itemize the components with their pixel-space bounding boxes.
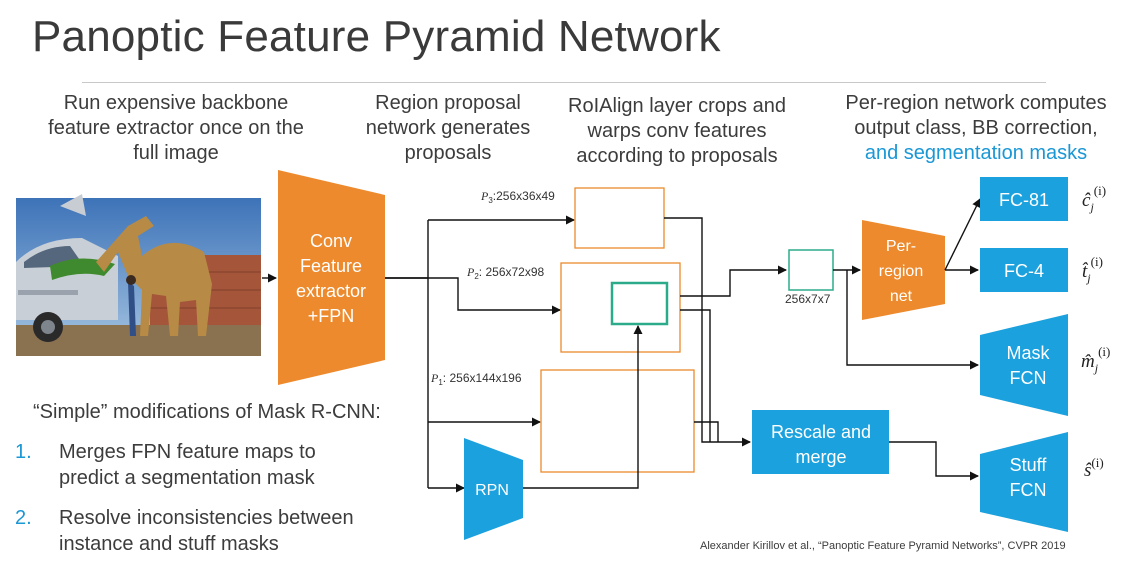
p3-label: P3:256x36x49 [480,189,555,205]
caption-line: network generates [365,117,531,139]
p2-label: P2: 256x72x98 [466,265,545,281]
feature-map-p1 [540,369,695,473]
feature-map-p3 [574,187,665,249]
fpn-connectors [385,215,575,493]
caption-line: according to proposals [576,145,778,167]
output-class-label: ĉj(i) [1082,183,1106,214]
notes-heading: “Simple” modifications of Mask R-CNN: [33,401,381,423]
fc4-box [980,248,1068,292]
mask-fcn-label-line: Mask [1006,343,1050,363]
per-region-net [862,220,945,320]
caption-line: Run expensive backbone [63,92,289,114]
roi-dims-label: 256x7x7 [785,292,831,306]
notes-item-line: Merges FPN feature maps to [59,441,316,463]
mask-fcn-label-line: FCN [1010,368,1047,388]
feature-map-p2 [560,262,681,353]
rescale-label-line: merge [795,447,846,467]
notes-item-number: 1. [15,441,32,463]
mask-fcn-block [980,314,1068,416]
notes-item-line: instance and stuff masks [59,533,279,555]
caption-line: proposals [404,142,492,164]
caption-line: RoIAlign layer crops and [568,95,786,117]
title-divider [82,82,1046,83]
arrow-roi-to-pooled [680,265,787,297]
roi-feature [788,249,834,291]
arrow-rescale-to-stuff [889,441,979,481]
per-region-label-line: region [879,263,923,280]
stuff-fcn-label-line: FCN [1010,480,1047,500]
caption-line: Region proposal [375,92,521,114]
merge-connectors [664,217,751,447]
notes-item-line: Resolve inconsistencies between [59,507,354,529]
per-region-label-line: Per- [886,238,916,255]
caption-line: Per-region network computes [845,92,1107,114]
notes-item-number: 2. [15,507,32,529]
stuff-fcn-label-line: Stuff [1010,455,1048,475]
backbone-label-line: Conv [310,231,352,251]
output-mask-label: m̂j(i) [1081,344,1110,375]
citation: Alexander Kirillov et al., “Panoptic Fea… [700,540,1066,552]
per-region-connectors [846,198,981,370]
backbone-label-line: +FPN [308,306,355,326]
fc4-label: FC-4 [1004,261,1044,281]
caption-line: feature extractor once on the [48,117,304,139]
arrow-rpn-to-roi [523,325,643,489]
fc81-box [980,177,1068,221]
notes-item-line: predict a segmentation mask [59,467,315,489]
page-title: Panoptic Feature Pyramid Network [32,12,721,61]
per-region-label-line: net [890,288,913,305]
caption-line: full image [133,142,219,164]
rpn-label: RPN [475,482,509,499]
caption-line: output class, BB correction, [854,117,1098,139]
output-stuff-label: ŝ(i) [1084,455,1104,481]
roi-crop [610,281,669,326]
backbone-label-line: Feature [300,256,362,276]
caption-rpn: Region proposal network generates propos… [338,91,558,166]
caption-per-region: Per-region network computes output class… [820,91,1132,166]
stuff-fcn-block [980,432,1068,532]
backbone-label-line: extractor [296,281,366,301]
caption-line: warps conv features [587,120,767,142]
fc81-label: FC-81 [999,190,1049,210]
rescale-label-line: Rescale and [771,422,871,442]
p1-label: P1: 256x144x196 [430,371,522,387]
input-image [16,194,261,356]
caption-roialign: RoIAlign layer crops and warps conv feat… [547,94,807,169]
notes-item-1: 1. Merges FPN feature maps to predict a … [15,439,415,491]
caption-line-accent: and segmentation masks [864,142,1088,164]
backbone-block [278,170,385,385]
rescale-merge-box [752,410,889,474]
notes-item-2: 2. Resolve inconsistencies between insta… [15,505,415,557]
caption-backbone: Run expensive backbone feature extractor… [28,91,324,166]
rpn-block [464,438,523,540]
output-box-label: t̂j(i) [1082,254,1103,285]
